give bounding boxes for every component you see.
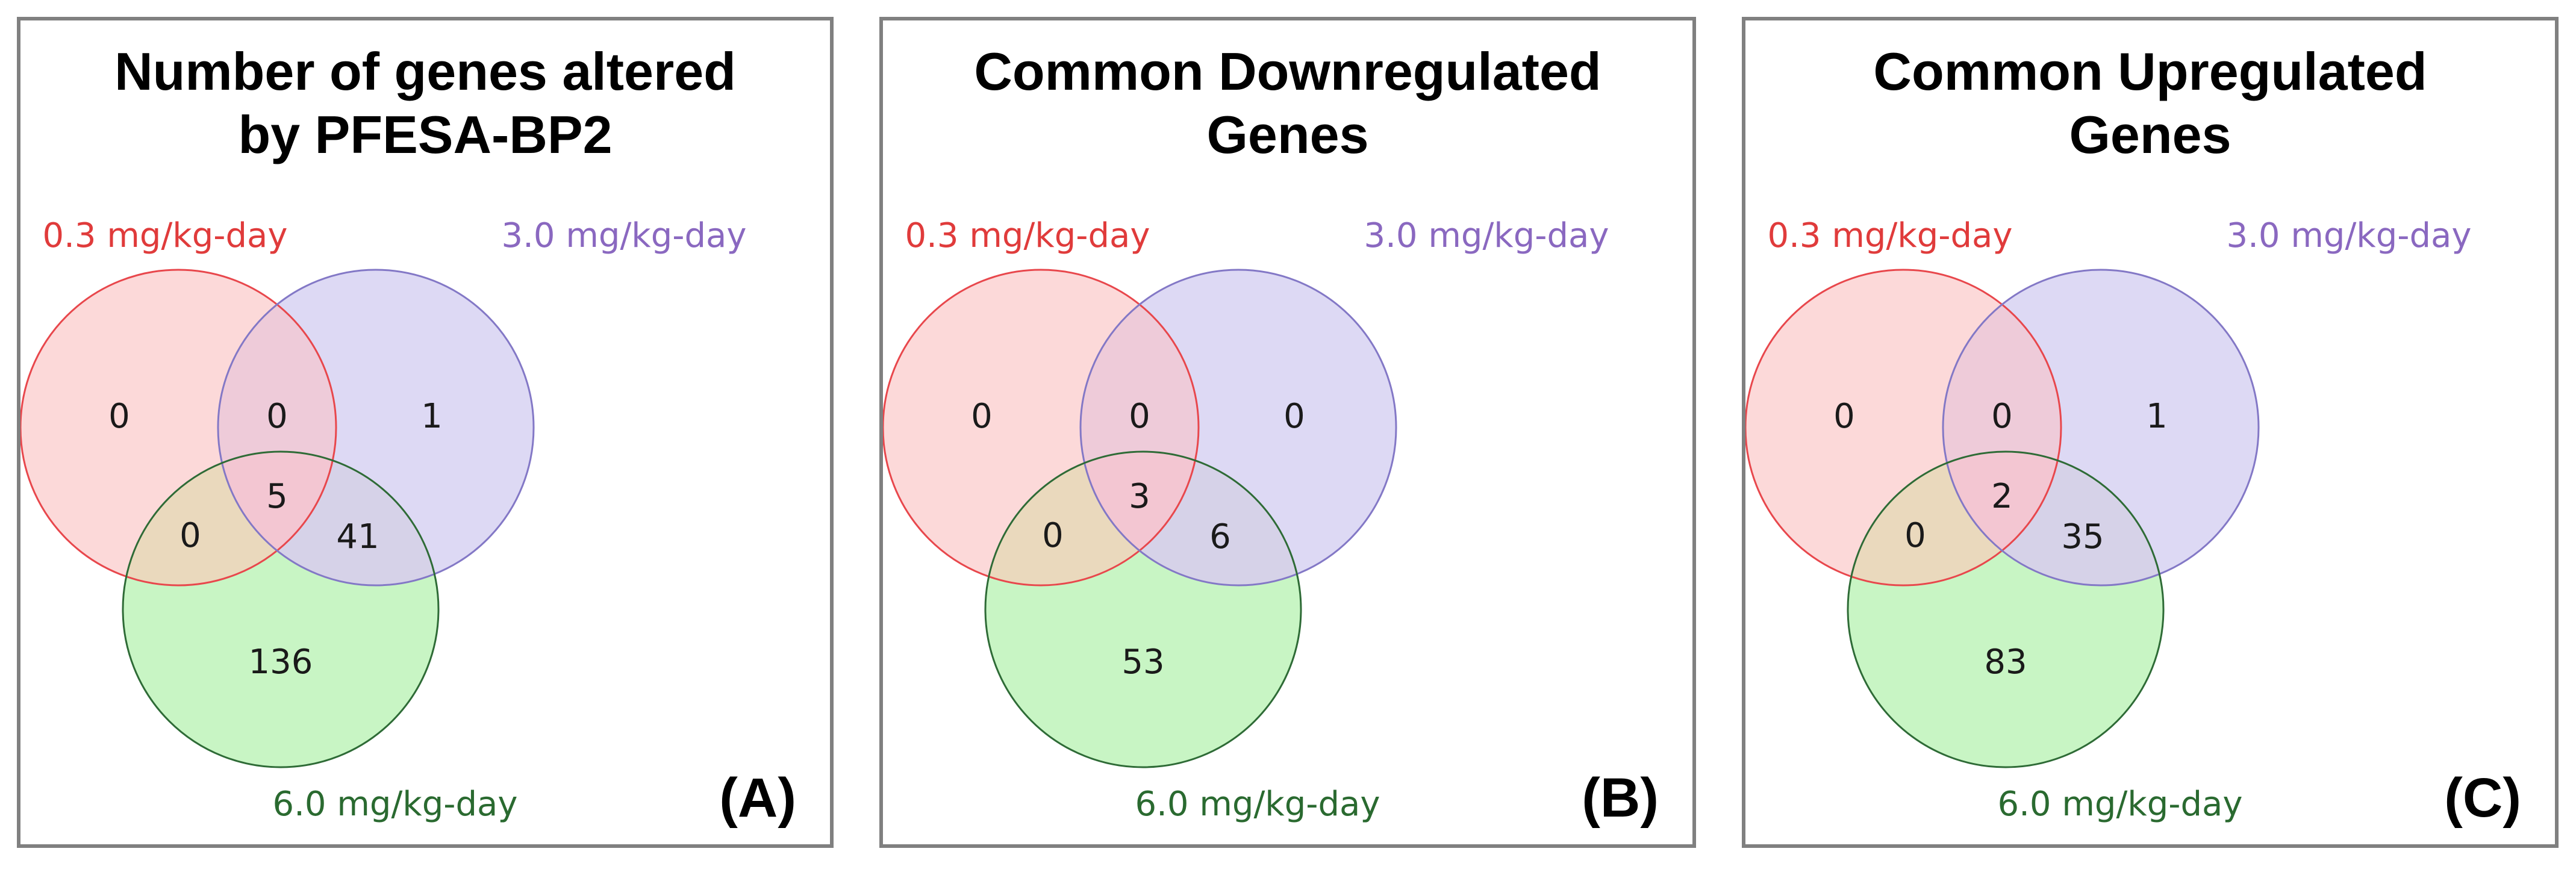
- dose-label-red: 0.3 mg/kg-day: [42, 216, 287, 255]
- panel-title-line1: Common Upregulated: [1873, 42, 2427, 101]
- count-purple-green: 41: [336, 517, 379, 556]
- count-red-only: 0: [108, 397, 130, 436]
- circle-green-outline: [1847, 450, 2165, 768]
- count-red-green: 0: [179, 516, 201, 555]
- overlap-red-green: [123, 452, 336, 585]
- circle-purple-outline: [1942, 269, 2260, 587]
- dose-label-red: 0.3 mg/kg-day: [905, 216, 1150, 255]
- panel-title-line2: Genes: [2069, 105, 2231, 164]
- dose-label-purple: 3.0 mg/kg-day: [2226, 216, 2471, 255]
- panel-letter: (C): [2444, 767, 2521, 829]
- count-green-only: 53: [1121, 643, 1164, 682]
- venn-panel-c: Common Upregulated Genes 0.3 mg/kg-day 3…: [1742, 17, 2559, 848]
- dose-label-purple: 3.0 mg/kg-day: [1364, 216, 1609, 255]
- circle-green-outline: [984, 450, 1302, 768]
- circle-purple-outline: [217, 269, 535, 587]
- count-center: 5: [266, 477, 288, 516]
- dose-label-green: 6.0 mg/kg-day: [1135, 785, 1380, 824]
- count-purple-green: 35: [2061, 517, 2104, 556]
- count-purple-only: 1: [421, 397, 443, 436]
- count-purple-green: 6: [1209, 517, 1231, 556]
- overlap-red-green: [1848, 452, 2061, 585]
- overlap-purple-green: [1081, 452, 1301, 585]
- circle-red-outline: [883, 269, 1200, 587]
- circle-red-outline: [1745, 269, 2062, 587]
- count-red-purple: 0: [1129, 397, 1150, 436]
- dose-label-red: 0.3 mg/kg-day: [1767, 216, 2012, 255]
- venn-diagram-a: Number of genes altered by PFESA-BP2 0.3…: [20, 42, 796, 829]
- panel-title-line1: Common Downregulated: [974, 42, 1601, 101]
- panel-letter: (A): [719, 767, 796, 829]
- circle-red-outline: [20, 269, 337, 587]
- count-green-only: 136: [249, 643, 313, 682]
- count-red-purple: 0: [1991, 397, 2013, 436]
- count-center: 3: [1129, 477, 1150, 516]
- dose-label-green: 6.0 mg/kg-day: [1997, 785, 2242, 824]
- venn-diagram-c: Common Upregulated Genes 0.3 mg/kg-day 3…: [1745, 42, 2521, 829]
- count-red-only: 0: [971, 397, 993, 436]
- count-red-only: 0: [1833, 397, 1855, 436]
- dose-label-purple: 3.0 mg/kg-day: [501, 216, 746, 255]
- count-purple-only: 1: [2146, 397, 2168, 436]
- panel-title-line1: Number of genes altered: [114, 42, 736, 101]
- dose-label-green: 6.0 mg/kg-day: [272, 785, 517, 824]
- count-red-purple: 0: [266, 397, 288, 436]
- panel-title-line2: Genes: [1206, 105, 1368, 164]
- venn-diagram-b: Common Downregulated Genes 0.3 mg/kg-day…: [883, 42, 1659, 829]
- count-red-green: 0: [1042, 516, 1064, 555]
- count-green-only: 83: [1984, 643, 2027, 682]
- count-red-green: 0: [1904, 516, 1926, 555]
- circle-green-outline: [122, 450, 440, 768]
- venn-panel-b: Common Downregulated Genes 0.3 mg/kg-day…: [879, 17, 1696, 848]
- venn-panel-a: Number of genes altered by PFESA-BP2 0.3…: [17, 17, 834, 848]
- panel-title-line2: by PFESA-BP2: [238, 105, 612, 164]
- panel-letter: (B): [1582, 767, 1659, 829]
- circle-purple-outline: [1079, 269, 1397, 587]
- count-center: 2: [1991, 477, 2013, 516]
- overlap-purple-green: [1943, 452, 2163, 585]
- overlap-red-green: [985, 452, 1199, 585]
- overlap-purple-green: [218, 452, 438, 585]
- count-purple-only: 0: [1283, 397, 1305, 436]
